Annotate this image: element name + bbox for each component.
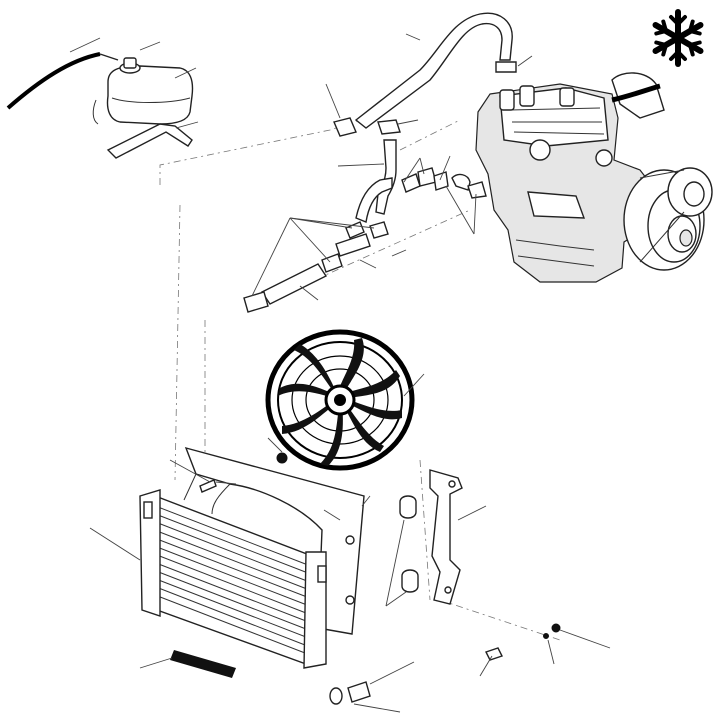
hose-clamp: [333, 117, 357, 137]
hose-clamp: [243, 291, 269, 313]
fasteners: [329, 623, 611, 713]
radiator: [89, 459, 341, 669]
snowflake-icon: [652, 9, 704, 67]
tank-bracket: [106, 123, 193, 159]
washer: [543, 633, 549, 639]
hose-clamp: [433, 171, 449, 191]
fan-leader: [403, 373, 425, 397]
mounting-bracket: [385, 469, 487, 607]
overflow-hose: [6, 52, 101, 110]
shroud-screw: [276, 452, 288, 464]
radiator-left-tank: [139, 489, 161, 617]
drain-washer: [329, 687, 343, 705]
drain-plug: [347, 681, 371, 703]
bolt: [485, 647, 503, 661]
lower-hoses: [243, 139, 487, 313]
bypass-pipe: [260, 263, 328, 305]
upper-hose: [325, 12, 533, 137]
hose-clamp: [467, 181, 487, 199]
rubber-mount: [401, 569, 419, 593]
rubber-mount: [399, 495, 417, 519]
hose-clamp: [495, 61, 517, 73]
hose-clamp: [377, 119, 401, 135]
radiator-bolt: [199, 479, 217, 493]
hose-clamp: [401, 173, 421, 193]
hose-clamp: [369, 221, 389, 239]
cooling-fan: [265, 329, 415, 471]
foam-seal-strip: [139, 650, 236, 678]
nut: [551, 623, 561, 633]
engine-block: [475, 72, 713, 283]
expansion-tank: [6, 37, 199, 159]
